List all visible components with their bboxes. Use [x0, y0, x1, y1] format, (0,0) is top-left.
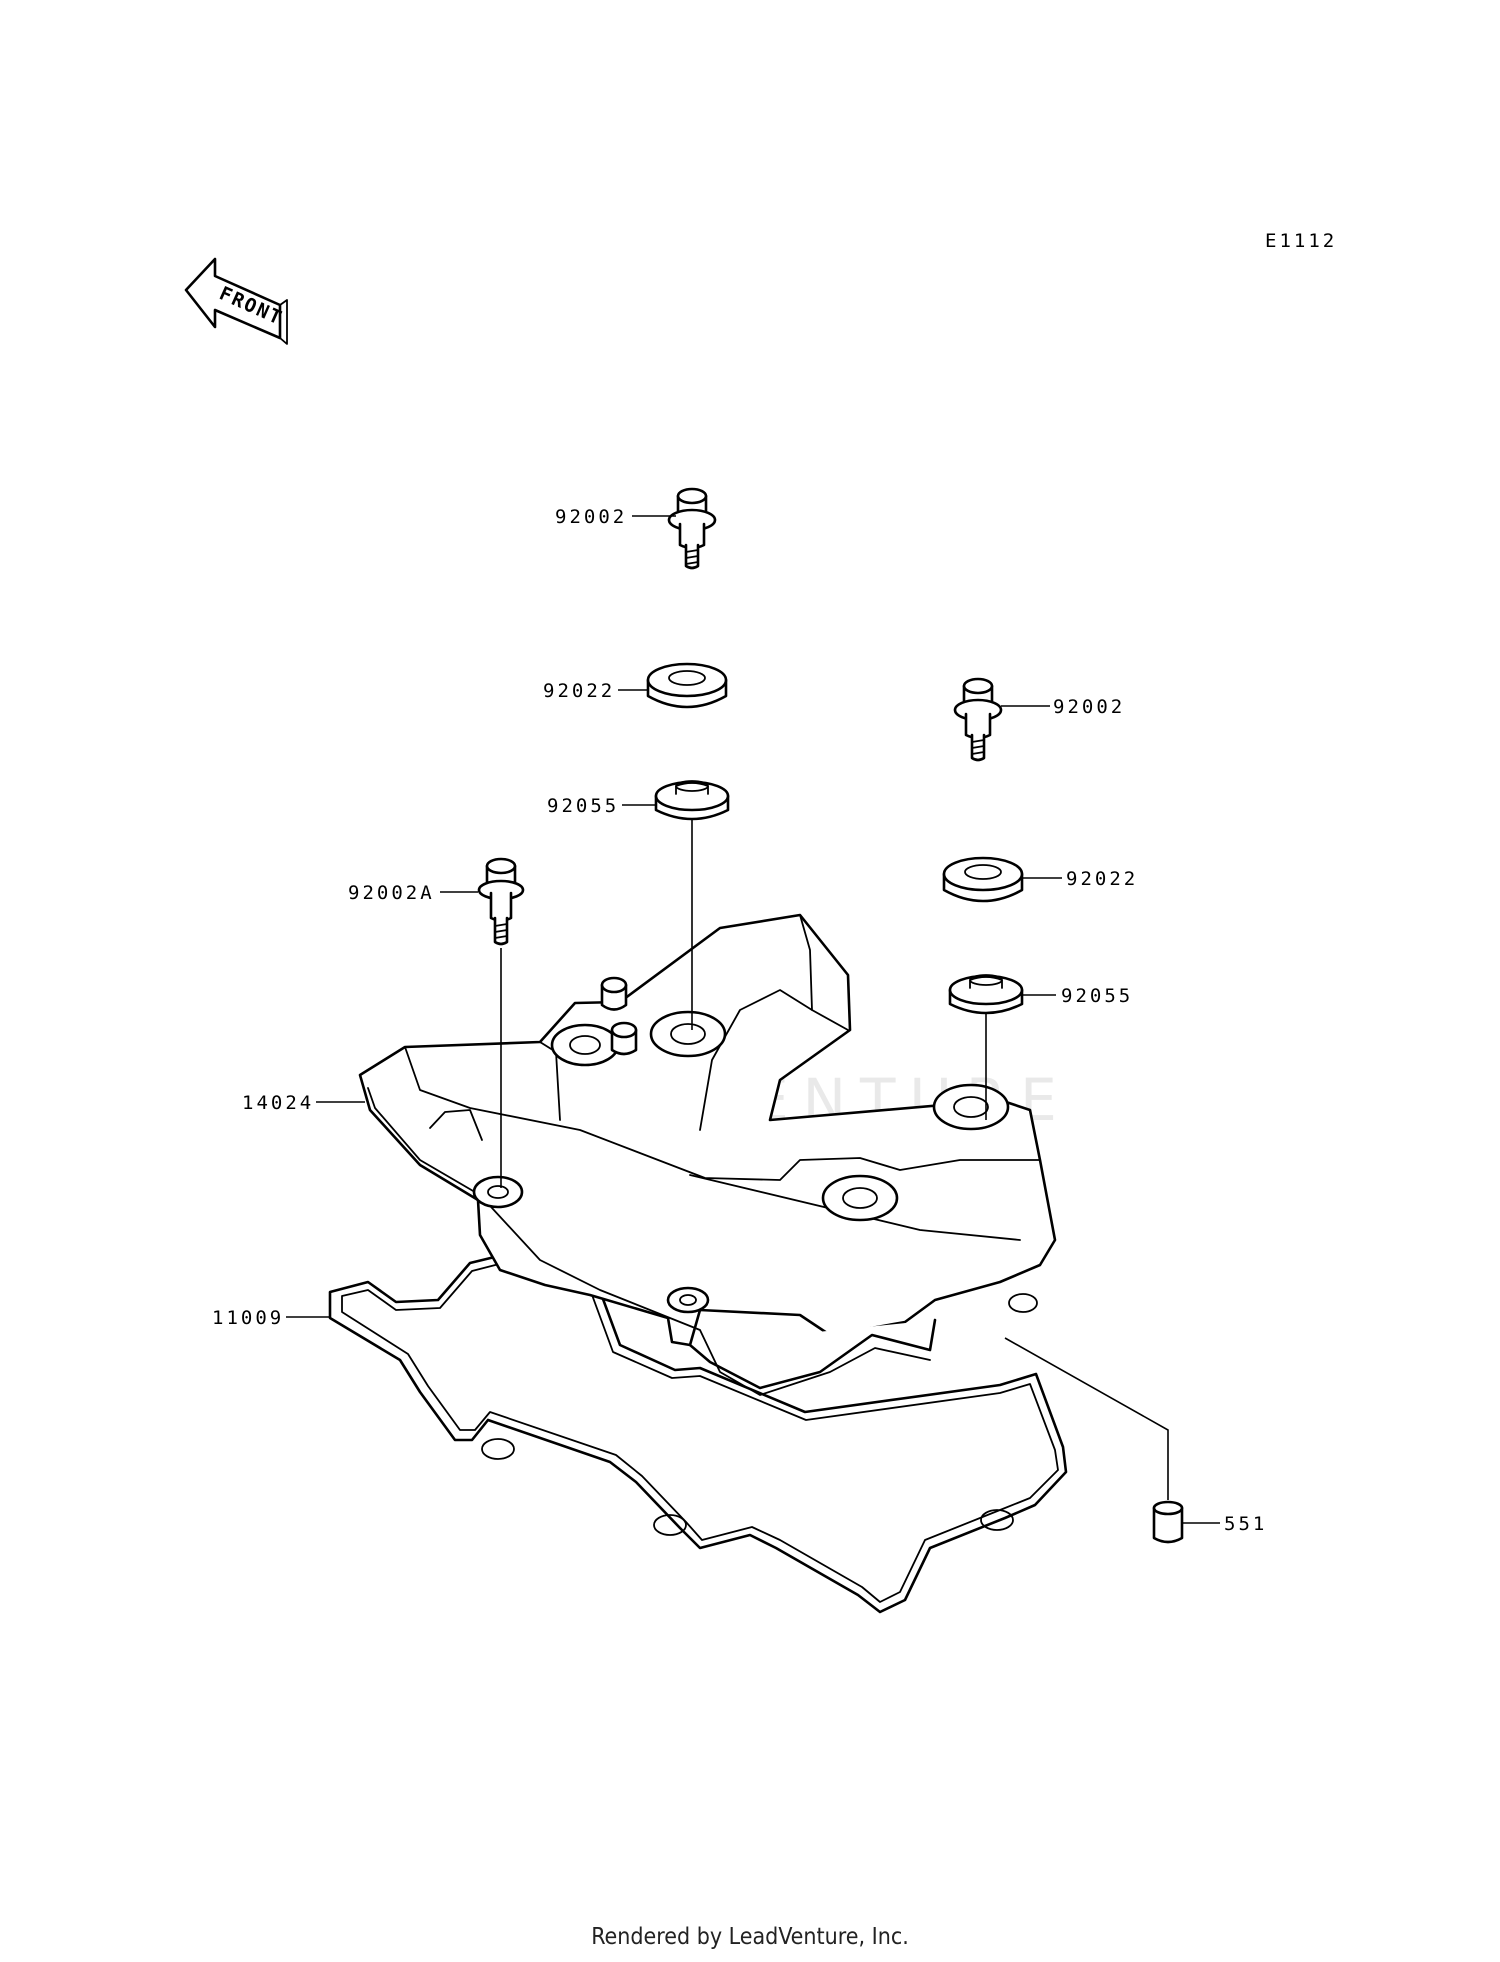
bolt-92002A[interactable]: [477, 857, 525, 946]
callout-92002A: 92002A: [348, 882, 435, 904]
front-arrow-icon: FRONT: [184, 257, 288, 345]
callout-14024: 14024: [242, 1092, 314, 1114]
dowel-pin-551[interactable]: [1152, 1500, 1184, 1544]
callout-92002-top: 92002: [555, 506, 627, 528]
callout-92022-left: 92022: [543, 680, 615, 702]
cylinder-head-cover-14024[interactable]: [358, 913, 1057, 1396]
washer-92022-left[interactable]: [646, 662, 728, 709]
washer-92022-right[interactable]: [942, 856, 1024, 903]
callout-92055-right: 92055: [1061, 985, 1133, 1007]
gasket-11009[interactable]: [328, 1236, 1068, 1614]
grommet-92055-left[interactable]: [654, 780, 730, 821]
callout-92055-left: 92055: [547, 795, 619, 817]
callout-92022-right: 92022: [1066, 868, 1138, 890]
callout-92002-right: 92002: [1053, 696, 1125, 718]
callout-551: 551: [1224, 1513, 1267, 1535]
leader-lines: [286, 515, 1220, 1524]
bolt-92002-top[interactable]: [667, 487, 717, 570]
grommet-92055-right[interactable]: [948, 974, 1024, 1015]
bolt-92002-right[interactable]: [953, 677, 1003, 762]
footer-credit: Rendered by LeadVenture, Inc.: [591, 1924, 909, 1950]
callout-11009: 11009: [212, 1307, 284, 1329]
diagram-code: E1112: [1265, 230, 1337, 252]
